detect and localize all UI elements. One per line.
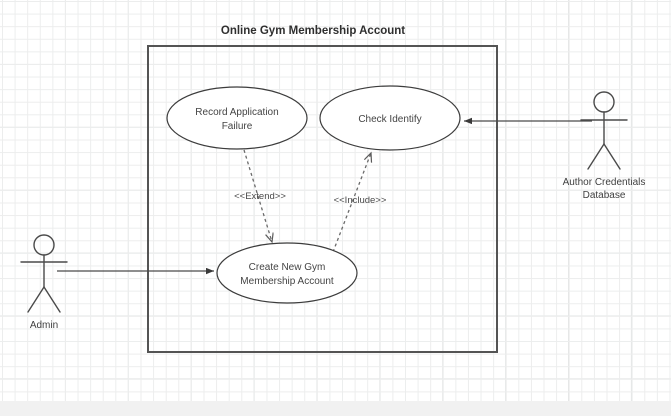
use-case-ellipse [319, 85, 461, 151]
actor-left-leg-icon [27, 286, 45, 313]
actor-label-line1: Author Credentials [563, 177, 646, 188]
actor-label-line1: Admin [30, 320, 58, 331]
actor-author-credentials-database[interactable]: Author Credentials Database [563, 91, 646, 201]
page-title: Online Gym Membership Account [221, 25, 405, 37]
actor-right-leg-icon [603, 143, 621, 170]
stereotype-extend-label: <<Extend>> [234, 191, 286, 202]
use-case-check-identify[interactable]: Check Identify [319, 85, 461, 151]
use-case-label-line1: Create New Gym [249, 262, 326, 273]
actor-left-leg-icon [587, 143, 605, 170]
stereotype-include-label: <<Include>> [334, 195, 387, 206]
use-case-label-line1: Check Identify [358, 114, 421, 125]
use-case-record-application-failure[interactable]: Record Application Failure [166, 86, 308, 150]
actor-label-line2: Database [583, 190, 626, 201]
actor-head-icon [593, 91, 615, 113]
use-case-label-line2: Membership Account [240, 276, 334, 287]
page-bottom-strip [0, 401, 671, 416]
system-boundary [147, 45, 498, 353]
use-case-ellipse [216, 242, 358, 304]
use-case-label-line1: Record Application [195, 107, 278, 118]
actor-admin[interactable]: Admin [20, 234, 68, 331]
connector-extend-relationship [243, 149, 272, 242]
use-case-ellipse [166, 86, 308, 150]
actor-head-icon [33, 234, 55, 256]
use-case-create-new-gym-membership-account[interactable]: Create New Gym Membership Account [216, 242, 358, 304]
use-case-label-line2: Failure [222, 121, 253, 132]
drawing-sheet-grid [0, 0, 671, 401]
actor-right-leg-icon [43, 286, 61, 313]
